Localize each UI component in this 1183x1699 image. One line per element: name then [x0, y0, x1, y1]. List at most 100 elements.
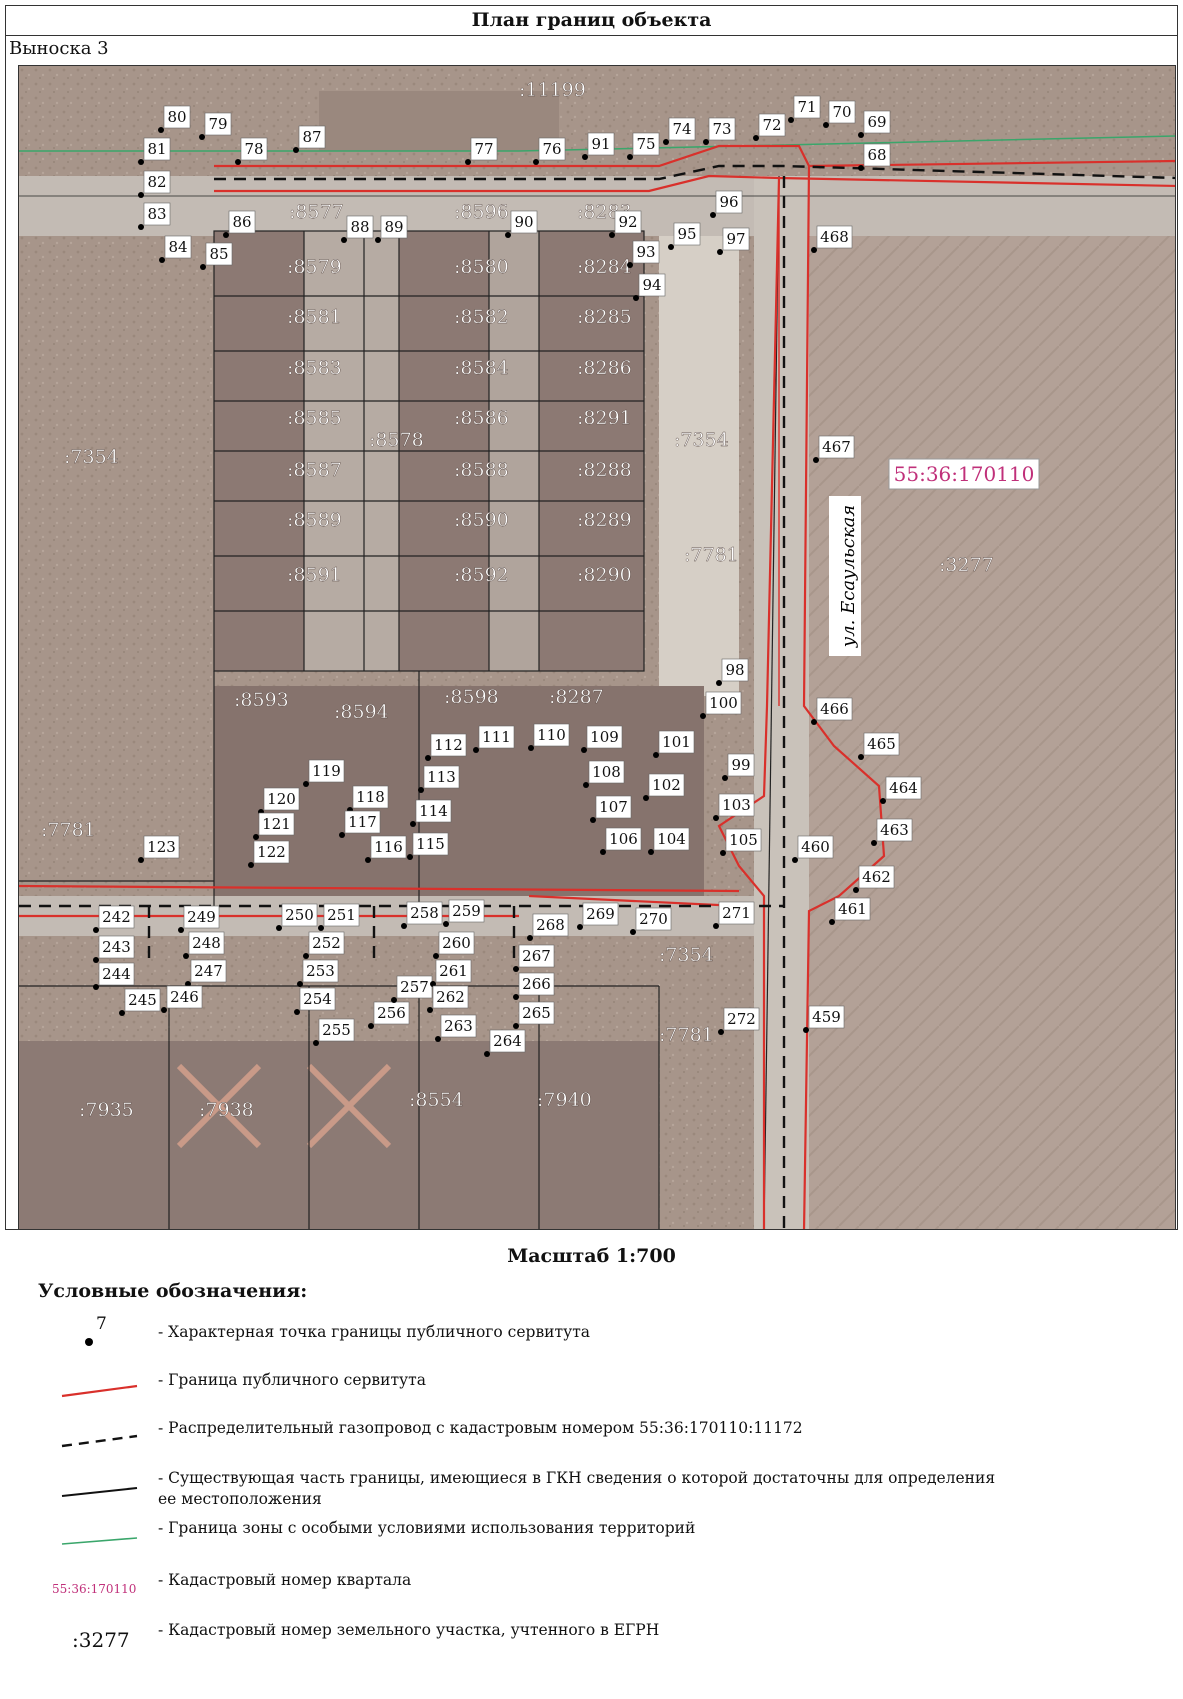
point-marker-100[interactable]: 100 [700, 691, 742, 719]
point-marker-249[interactable]: 249 [178, 905, 220, 933]
point-marker-92[interactable]: 92 [609, 210, 642, 238]
point-marker-83[interactable]: 83 [138, 202, 171, 230]
point-marker-88[interactable]: 88 [341, 215, 374, 243]
point-marker-116[interactable]: 116 [365, 835, 407, 863]
point-marker-254[interactable]: 254 [294, 987, 336, 1015]
point-marker-75[interactable]: 75 [627, 132, 660, 160]
point-marker-82[interactable]: 82 [138, 170, 171, 198]
point-marker-466[interactable]: 466 [811, 697, 853, 725]
point-marker-80[interactable]: 80 [158, 105, 191, 133]
point-marker-461[interactable]: 461 [829, 897, 871, 925]
point-marker-464[interactable]: 464 [880, 776, 922, 804]
point-marker-70[interactable]: 70 [823, 100, 856, 128]
point-marker-117[interactable]: 117 [339, 810, 381, 838]
point-marker-256[interactable]: 256 [368, 1001, 410, 1029]
point-marker-103[interactable]: 103 [713, 793, 755, 821]
point-marker-271[interactable]: 271 [713, 901, 755, 929]
point-marker-81[interactable]: 81 [138, 137, 171, 165]
point-marker-78[interactable]: 78 [235, 137, 268, 165]
point-marker-72[interactable]: 72 [753, 113, 786, 141]
point-marker-109[interactable]: 109 [581, 725, 623, 753]
point-marker-258[interactable]: 258 [401, 901, 443, 929]
point-marker-87[interactable]: 87 [293, 125, 326, 153]
point-marker-462[interactable]: 462 [853, 865, 895, 893]
point-marker-110[interactable]: 110 [528, 723, 570, 751]
point-marker-91[interactable]: 91 [582, 132, 615, 160]
point-marker-106[interactable]: 106 [600, 827, 642, 855]
point-marker-84[interactable]: 84 [159, 235, 192, 263]
parcel-label: :8288 [577, 459, 632, 481]
point-marker-467[interactable]: 467 [813, 435, 855, 463]
point-marker-260[interactable]: 260 [433, 931, 475, 959]
point-marker-253[interactable]: 253 [297, 959, 339, 987]
point-marker-465[interactable]: 465 [858, 732, 900, 760]
point-marker-99[interactable]: 99 [722, 753, 755, 781]
point-marker-255[interactable]: 255 [313, 1018, 355, 1046]
point-marker-71[interactable]: 71 [788, 95, 821, 123]
point-marker-111[interactable]: 111 [473, 725, 515, 753]
point-marker-104[interactable]: 104 [648, 827, 690, 855]
point-marker-97[interactable]: 97 [717, 227, 750, 255]
point-marker-262[interactable]: 262 [427, 985, 469, 1013]
point-marker-113[interactable]: 113 [418, 765, 460, 793]
point-marker-263[interactable]: 263 [435, 1014, 477, 1042]
point-marker-248[interactable]: 248 [183, 931, 225, 959]
point-marker-468[interactable]: 468 [811, 225, 853, 253]
point-marker-460[interactable]: 460 [792, 835, 834, 863]
point-marker-123[interactable]: 123 [138, 835, 180, 863]
point-marker-243[interactable]: 243 [93, 935, 135, 963]
point-marker-459[interactable]: 459 [803, 1005, 845, 1033]
point-marker-89[interactable]: 89 [375, 215, 408, 243]
point-marker-119[interactable]: 119 [303, 759, 345, 787]
point-marker-122[interactable]: 122 [248, 840, 290, 868]
point-marker-93[interactable]: 93 [627, 240, 660, 268]
point-marker-85[interactable]: 85 [200, 242, 233, 270]
point-marker-242[interactable]: 242 [93, 905, 135, 933]
point-marker-98[interactable]: 98 [716, 658, 749, 686]
point-marker-105[interactable]: 105 [720, 828, 762, 856]
cadastral-map[interactable]: :11199:8577:8596:8283:8579:8580:8284:858… [19, 66, 1176, 1230]
point-marker-79[interactable]: 79 [199, 112, 232, 140]
point-marker-250[interactable]: 250 [276, 903, 318, 931]
point-marker-118[interactable]: 118 [347, 785, 389, 813]
point-marker-108[interactable]: 108 [583, 760, 625, 788]
point-marker-74[interactable]: 74 [663, 117, 696, 145]
point-marker-268[interactable]: 268 [527, 913, 569, 941]
point-marker-76[interactable]: 76 [533, 137, 566, 165]
point-marker-252[interactable]: 252 [303, 931, 345, 959]
point-marker-246[interactable]: 246 [161, 985, 203, 1013]
point-marker-245[interactable]: 245 [119, 988, 161, 1016]
point-marker-94[interactable]: 94 [633, 273, 666, 301]
point-marker-270[interactable]: 270 [630, 907, 672, 935]
point-marker-267[interactable]: 267 [513, 944, 555, 972]
point-marker-73[interactable]: 73 [703, 117, 736, 145]
point-marker-68[interactable]: 68 [858, 143, 891, 171]
point-marker-115[interactable]: 115 [407, 832, 449, 860]
map-panel[interactable]: :11199:8577:8596:8283:8579:8580:8284:858… [18, 65, 1176, 1230]
point-marker-247[interactable]: 247 [185, 959, 227, 987]
point-marker-102[interactable]: 102 [643, 773, 685, 801]
point-marker-257[interactable]: 257 [391, 975, 433, 1003]
point-marker-251[interactable]: 251 [318, 903, 360, 931]
point-marker-107[interactable]: 107 [590, 795, 632, 823]
point-marker-95[interactable]: 95 [668, 222, 701, 250]
point-marker-272[interactable]: 272 [718, 1007, 760, 1035]
point-marker-112[interactable]: 112 [425, 733, 467, 761]
point-marker-463[interactable]: 463 [871, 818, 913, 846]
point-marker-96[interactable]: 96 [710, 190, 743, 218]
point-marker-120[interactable]: 120 [258, 787, 300, 815]
point-marker-244[interactable]: 244 [93, 962, 135, 990]
point-marker-114[interactable]: 114 [410, 799, 452, 827]
point-marker-77[interactable]: 77 [465, 137, 498, 165]
point-marker-259[interactable]: 259 [443, 899, 485, 927]
point-marker-101[interactable]: 101 [653, 730, 695, 758]
point-marker-69[interactable]: 69 [858, 110, 891, 138]
point-marker-90[interactable]: 90 [505, 210, 538, 238]
point-marker-266[interactable]: 266 [513, 972, 555, 1000]
point-marker-261[interactable]: 261 [430, 959, 472, 987]
point-marker-121[interactable]: 121 [253, 812, 295, 840]
point-marker-269[interactable]: 269 [577, 902, 619, 930]
point-marker-86[interactable]: 86 [223, 210, 256, 238]
point-marker-264[interactable]: 264 [484, 1029, 526, 1057]
point-marker-265[interactable]: 265 [513, 1001, 555, 1029]
